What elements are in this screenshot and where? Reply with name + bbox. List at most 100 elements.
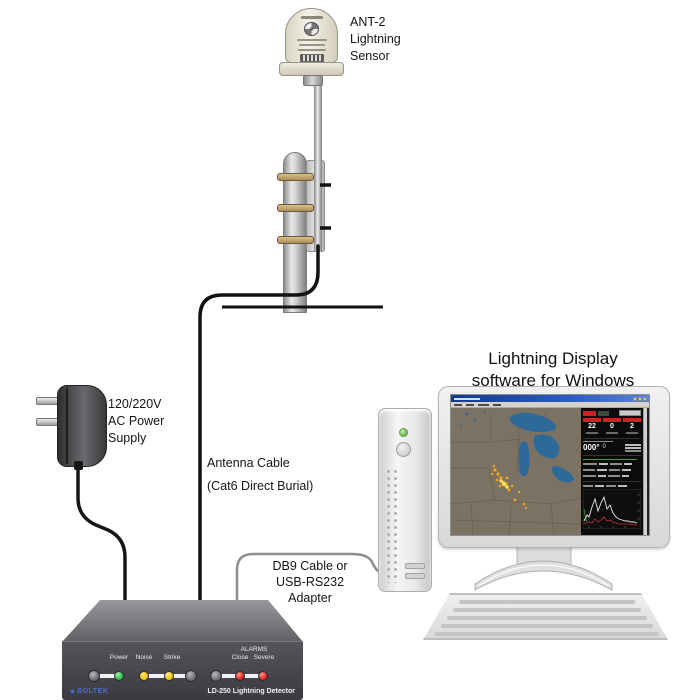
ac-plug-prong xyxy=(36,397,59,405)
stat-row xyxy=(583,468,641,472)
sensor-barcode xyxy=(299,54,324,62)
lightning-map xyxy=(451,408,581,535)
counter-value: 2 xyxy=(630,423,634,430)
strike-counters: 22 0 2 xyxy=(583,418,641,434)
tower-vent-holes xyxy=(385,468,400,583)
noise-led xyxy=(139,671,149,681)
db9-label-line: USB-RS232 xyxy=(275,575,345,589)
severe-alarm-led xyxy=(258,671,268,681)
software-title: Lightning Display software for Windows xyxy=(442,348,664,392)
minimize-icon xyxy=(633,396,637,401)
stat-row xyxy=(583,484,641,488)
monitor-stand-base xyxy=(474,560,613,591)
severe-led-label: Severe xyxy=(253,654,275,661)
brand-logo-icon: ◈ xyxy=(70,689,76,695)
tower-port-slot xyxy=(405,573,425,579)
counter-header xyxy=(603,418,621,422)
greeked-text xyxy=(583,441,613,443)
monitor-screen: 22 0 2 000 xyxy=(450,394,650,536)
state-boundaries xyxy=(451,411,581,535)
software-title-line: Lightning Display xyxy=(488,349,618,368)
db9-label-line: Adapter xyxy=(288,591,332,605)
sensor-label-text xyxy=(298,44,325,47)
antenna-label-line: Antenna Cable xyxy=(207,456,290,470)
greeked-text xyxy=(625,444,641,447)
greeked-text xyxy=(625,447,641,450)
counter-caption xyxy=(586,432,598,434)
brand-logo-text: BOLTEK xyxy=(77,688,109,695)
bearing-secondary: 0 xyxy=(602,444,606,451)
front-knob xyxy=(88,670,100,682)
greeked-header-green xyxy=(583,458,637,460)
sensor-label-line: Lightning xyxy=(350,32,401,46)
alarm-badge xyxy=(583,410,596,416)
antenna-rod xyxy=(314,84,322,252)
front-knob xyxy=(185,670,197,682)
counter-header xyxy=(623,418,641,422)
antenna-cable xyxy=(198,244,320,606)
keyboard-ridge xyxy=(435,632,659,636)
close-alarm-led xyxy=(235,671,245,681)
sensor-emblem-icon xyxy=(304,21,319,37)
keyboard-ridge xyxy=(447,616,647,620)
maximize-icon xyxy=(638,396,642,401)
strike-rate-chart xyxy=(582,488,642,534)
ant2-lightning-sensor xyxy=(285,8,338,63)
adapter-cable-stub xyxy=(74,461,83,470)
pole-clamp xyxy=(277,204,314,212)
counter-box: 2 xyxy=(623,418,641,434)
sensor-connector-nut xyxy=(303,75,323,86)
model-label: LD-250 Lightning Detector xyxy=(207,688,295,695)
pole-clamp xyxy=(277,236,314,244)
sensor-logo-mark xyxy=(300,16,323,19)
menu-item xyxy=(493,403,501,406)
bearing-readout: 000° 0 xyxy=(583,443,641,453)
antenna-label-line: (Cat6 Direct Burial) xyxy=(207,479,314,493)
great-lakes xyxy=(460,411,574,483)
panel-button xyxy=(619,410,641,416)
sensor-label-text xyxy=(296,39,327,42)
counter-box: 0 xyxy=(603,418,621,434)
strike-led-label: Strike xyxy=(163,654,181,661)
stand-highlight xyxy=(477,564,610,587)
close-led-label: Close xyxy=(231,654,249,661)
close-icon xyxy=(643,396,647,401)
sensor-label-text xyxy=(297,49,326,52)
status-badge xyxy=(598,410,609,416)
detector-top-face xyxy=(62,600,303,642)
sensor-label-line: Sensor xyxy=(350,49,390,63)
db9-cable-label: DB9 Cable or USB-RS232 Adapter xyxy=(255,558,365,606)
pole-clamp xyxy=(277,173,314,181)
psu-label-line: AC Power xyxy=(108,414,165,428)
strike-led xyxy=(164,671,174,681)
keyboard-ridge xyxy=(453,608,641,612)
keyboard-ridge xyxy=(441,624,653,628)
counter-header xyxy=(583,418,601,422)
db9-label-line: DB9 Cable or xyxy=(272,559,348,573)
menu-item xyxy=(466,403,474,406)
antenna-cable-label: Antenna Cable (Cat6 Direct Burial) xyxy=(207,452,313,498)
app-menu-bar xyxy=(451,402,649,408)
noise-led-label: Noise xyxy=(135,654,153,661)
alarms-heading: ALARMS xyxy=(240,646,268,653)
counter-value: 22 xyxy=(588,423,596,430)
panel-scrollbar xyxy=(643,408,647,535)
brand-logo: ◈ BOLTEK xyxy=(70,688,108,695)
software-title-line: software for Windows xyxy=(471,371,635,390)
panel-badges xyxy=(583,410,641,416)
counter-value: 0 xyxy=(610,423,614,430)
tower-power-led xyxy=(399,428,408,437)
tower-port-slot xyxy=(405,563,425,569)
window-controls xyxy=(633,396,647,401)
power-led xyxy=(114,671,124,681)
counter-caption xyxy=(626,432,638,434)
psu-label: 120/220V AC Power Supply xyxy=(108,396,164,447)
psu-label-line: 120/220V xyxy=(108,397,162,411)
keyboard-ridge xyxy=(459,600,635,604)
status-panel: 22 0 2 000 xyxy=(581,408,643,535)
power-led-label: Power xyxy=(109,654,129,661)
sensor-label: ANT-2 Lightning Sensor xyxy=(350,14,401,65)
psu-label-line: Supply xyxy=(108,431,147,445)
power-cable xyxy=(76,463,127,606)
